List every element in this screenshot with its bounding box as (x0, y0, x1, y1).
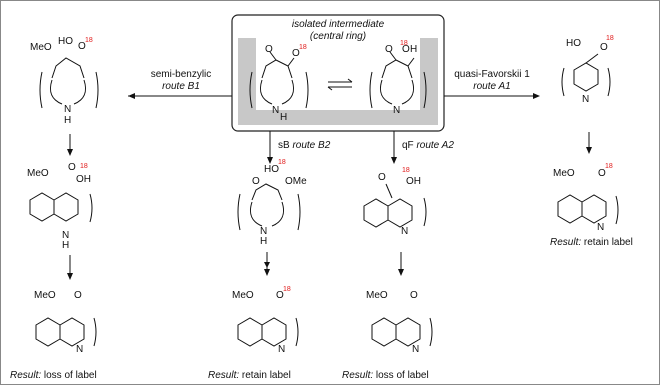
atom-n: N (272, 105, 279, 116)
atom-o: O (252, 176, 260, 187)
route-a1-down (586, 132, 592, 154)
route-a1-name: route A1 (473, 81, 510, 92)
route-b1-down-2 (67, 255, 73, 280)
atom-h: H (410, 44, 417, 55)
atom-h: H (62, 240, 69, 251)
structure-a1-product: MeO O 18 N (553, 163, 619, 233)
atom-ho-labelled: HO (264, 164, 279, 175)
route-a2-down (398, 252, 404, 276)
result-a1: Result: retain label (550, 237, 633, 248)
result-a2: Result: loss of label (342, 370, 429, 381)
label-18: 18 (402, 167, 410, 174)
atom-h: H (280, 112, 287, 123)
structure-b1-mid: MeO O OH 18 N H (27, 162, 93, 251)
atom-o-labelled: O (598, 168, 606, 179)
atom-o: O (74, 290, 82, 301)
route-a1-label: quasi-Favorskii 1 (454, 69, 530, 80)
structure-b1-product: MeO O N (34, 290, 97, 355)
atom-n: N (393, 105, 400, 116)
atom-n: N (260, 226, 267, 237)
atom-ho: HO (566, 38, 581, 49)
label-18: 18 (400, 40, 408, 47)
atom-meo: MeO (553, 168, 575, 179)
structure-b2-product: MeO O 18 N (232, 286, 299, 355)
intermediate-frame (231, 14, 445, 132)
atom-n: N (597, 222, 604, 233)
route-a1-arrow: quasi-Favorskii 1 route A1 (444, 69, 540, 99)
atom-o-labelled: O (402, 44, 410, 55)
label-18: 18 (283, 286, 291, 293)
route-b2-label: sB route B2 (278, 140, 331, 151)
result-b1: Result: loss of label (10, 370, 97, 381)
result-b2: Result: retain label (208, 370, 291, 381)
route-b1-arrow: semi-benzylic route B1 (128, 69, 232, 99)
atom-n: N (401, 226, 408, 237)
structure-a1-mid: HO O 18 N (561, 35, 614, 105)
atom-ho: HO (58, 36, 73, 47)
intermediate-subtitle: (central ring) (310, 31, 366, 42)
route-a2-arrow: qF route A2 (391, 131, 454, 164)
azepinone-left: O O 18 N H (249, 44, 309, 123)
atom-o-labelled: O (78, 41, 86, 52)
atom-o-labelled: O (292, 48, 300, 59)
label-18: 18 (80, 163, 88, 170)
atom-oh-labelled: OH (406, 176, 421, 187)
atom-o: O (265, 44, 273, 55)
label-18: 18 (85, 37, 93, 44)
atom-oh-labelled: OH (76, 174, 91, 185)
atom-n: N (582, 94, 589, 105)
atom-n: N (76, 344, 83, 355)
equilibrium-arrows (327, 78, 353, 91)
atom-meo: MeO (34, 290, 56, 301)
atom-o: O (378, 172, 386, 183)
atom-meo: MeO (366, 290, 388, 301)
route-a2-label: qF route A2 (402, 140, 454, 151)
atom-o: O (385, 44, 393, 55)
atom-h: H (64, 115, 71, 126)
atom-meo: MeO (30, 42, 52, 53)
intermediate-box: isolated intermediate (central ring) O O… (231, 14, 445, 132)
route-b2-down-double (264, 252, 270, 276)
route-b2-arrow: sB route B2 (267, 131, 331, 164)
atom-meo: MeO (27, 168, 49, 179)
atom-n: N (278, 344, 285, 355)
structure-b2-mid: HO 18 O OMe N H (237, 159, 307, 247)
atom-o-labelled: O (276, 290, 284, 301)
atom-o: O (68, 162, 76, 173)
structure-b1-start: MeO HO O 18 N H (30, 36, 99, 126)
atom-o: O (410, 290, 418, 301)
label-18: 18 (299, 44, 307, 51)
route-b1-label: semi-benzylic (151, 69, 212, 80)
intermediate-shading (238, 38, 438, 125)
atom-n: N (412, 344, 419, 355)
atom-ome: OMe (285, 176, 307, 187)
atom-h: H (260, 236, 267, 247)
intermediate-title: isolated intermediate (292, 19, 385, 30)
label-18: 18 (278, 159, 286, 166)
atom-n: N (64, 104, 71, 115)
label-18: 18 (606, 35, 614, 42)
route-b1-down-1 (67, 134, 73, 156)
atom-o-labelled: O (600, 42, 608, 53)
atom-n: N (62, 230, 69, 241)
route-b1-name: route B1 (162, 81, 200, 92)
label-18: 18 (605, 163, 613, 170)
azepinone-right: O O 18 H N (369, 40, 427, 116)
structure-a2-mid: O OH 18 N (363, 167, 427, 237)
atom-meo: MeO (232, 290, 254, 301)
structure-a2-product: MeO O N (366, 290, 433, 355)
